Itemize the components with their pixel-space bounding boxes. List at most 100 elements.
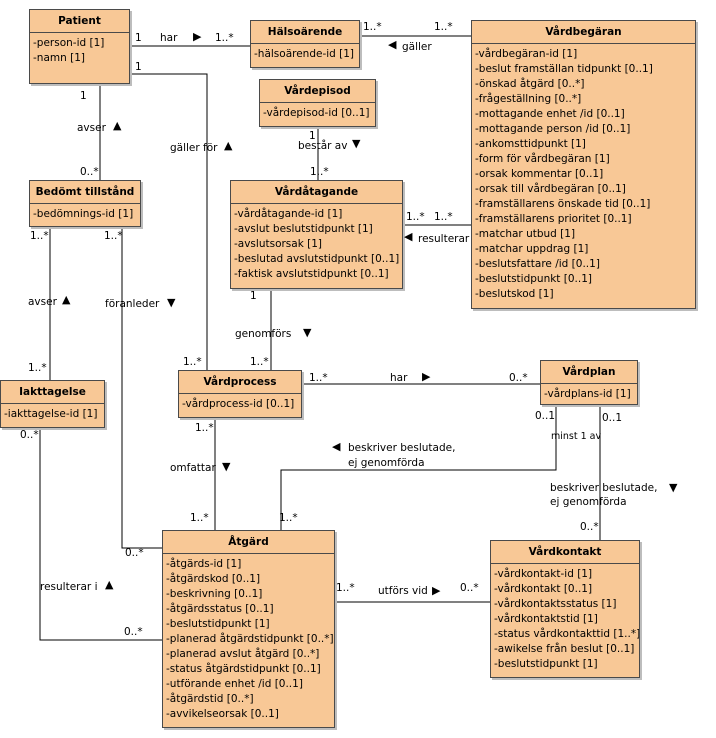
assoc-label-beskriver-2b: ej genomförda (550, 496, 627, 508)
multiplicity: 0..* (460, 582, 479, 594)
attribute: -matchar uppdrag [1] (475, 243, 589, 255)
class-vardplan[interactable]: Vårdplan -vårdplans-id [1] (540, 360, 638, 405)
attribute: -orsak kommentar [0..1] (475, 168, 604, 180)
assoc-iakttagelse-atgard (39, 428, 162, 641)
multiplicity: 1..* (310, 166, 329, 178)
attribute: -avslut beslutstidpunkt [1] (234, 223, 373, 235)
attribute: -bedömnings-id [1] (33, 208, 134, 220)
attribute: -person-id [1] (33, 37, 105, 49)
attribute: -vårdprocess-id [0..1] (182, 398, 295, 410)
multiplicity: 1 (80, 90, 87, 102)
attribute: -utförande enhet /id [0..1] (166, 678, 303, 690)
assoc-label-resulterar: resulterar (418, 233, 470, 245)
class-name: Iakttagelse (1, 381, 104, 404)
attribute: -beskrivning [0..1] (166, 588, 263, 600)
attribute: -vårdkontakt-id [1] (494, 568, 593, 580)
attribute-list: -vårdkontakt-id [1] -vårdkontakt [0..1] … (491, 564, 639, 672)
assoc-label-utfors-vid: utförs vid (378, 585, 428, 597)
attribute: -vårdkontaktsstatus [1] (494, 598, 617, 610)
attribute-list: -vårdbegäran-id [1] -beslut framställan … (472, 44, 695, 302)
assoc-label-minst-1-av: minst 1 av (551, 431, 602, 442)
attribute: -framställarens önskade tid [0..1] (475, 198, 651, 210)
multiplicity: 0..* (509, 372, 528, 384)
class-atgard[interactable]: Åtgärd -åtgärds-id [1] -åtgärdskod [0..1… (162, 530, 335, 728)
class-iakttagelse[interactable]: Iakttagelse -iakttagelse-id [1] (0, 380, 105, 428)
class-vardbegaran[interactable]: Vårdbegäran -vårdbegäran-id [1] -beslut … (471, 20, 696, 309)
multiplicity: 1..* (336, 582, 355, 594)
triangle-up-icon: ▲ (62, 293, 71, 306)
attribute-list: -iakttagelse-id [1] (1, 404, 104, 422)
attribute: -matchar utbud [1] (475, 228, 576, 240)
triangle-left-icon: ◀ (332, 440, 341, 453)
multiplicity: 1..* (434, 21, 453, 33)
class-name: Vårdbegäran (472, 21, 695, 44)
multiplicity: 1..* (104, 230, 123, 242)
assoc-label-genomfors: genomförs (235, 328, 292, 340)
attribute: -beslutsfattare /id [0..1] (475, 258, 600, 270)
multiplicity: 1..* (434, 211, 453, 223)
class-vardprocess[interactable]: Vårdprocess -vårdprocess-id [0..1] (178, 370, 302, 418)
attribute: -iakttagelse-id [1] (4, 408, 98, 420)
attribute: -mottagande enhet /id [0..1] (475, 108, 625, 120)
assoc-label-galler: gäller (402, 41, 432, 53)
attribute: -ankomsttidpunkt [1] (475, 138, 586, 150)
attribute-list: -person-id [1] -namn [1] (30, 33, 129, 66)
class-bedomt-tillstand[interactable]: Bedömt tillstånd -bedömnings-id [1] (29, 180, 141, 227)
attribute: -beslutstidpunkt [1] (494, 658, 598, 670)
attribute: -planerad avslut åtgärd [0..*] (166, 648, 320, 660)
attribute: -beslutskod [1] (475, 288, 554, 300)
triangle-down-icon: ▼ (303, 326, 312, 339)
attribute: -namn [1] (33, 52, 85, 64)
triangle-right-icon: ▶ (432, 584, 441, 597)
triangle-down-icon: ▼ (669, 481, 678, 494)
multiplicity: 1..* (406, 211, 425, 223)
class-name: Vårdåtagande (231, 181, 402, 204)
attribute: -frågeställning [0..*] (475, 93, 582, 105)
class-patient[interactable]: Patient -person-id [1] -namn [1] (29, 9, 130, 84)
attribute: -orsak till vårdbegäran [0..1] (475, 183, 626, 195)
assoc-label-beskriver-1a: beskriver beslutade, (348, 442, 456, 454)
multiplicity: 0..1 (535, 410, 556, 422)
triangle-up-icon: ▲ (113, 119, 122, 132)
multiplicity: 0..* (20, 429, 39, 441)
assoc-label-beskriver-1b: ej genomförda (348, 457, 425, 469)
class-name: Bedömt tillstånd (30, 181, 140, 204)
assoc-patient-vardprocess (130, 73, 208, 370)
multiplicity: 0..* (124, 626, 143, 638)
multiplicity: 1..* (30, 230, 49, 242)
multiplicity: 1 (135, 61, 142, 73)
attribute: -åtgärds-id [1] (166, 558, 242, 570)
attribute: -avvikelseorsak [0..1] (166, 708, 279, 720)
attribute: -awikelse från beslut [0..1] (494, 643, 635, 655)
attribute: -mottagande person /id [0..1] (475, 123, 631, 135)
attribute: -vårdkontaktstid [1] (494, 613, 598, 625)
class-vardepisod[interactable]: Vårdepisod -vårdepisod-id [0..1] (259, 79, 376, 127)
triangle-up-icon: ▲ (105, 578, 114, 591)
assoc-label-galler-for: gäller för (170, 142, 218, 154)
multiplicity: 1..* (309, 372, 328, 384)
class-name: Patient (30, 10, 129, 33)
triangle-down-icon: ▼ (352, 137, 361, 150)
assoc-label-foranleder: föranleder (105, 298, 160, 310)
multiplicity: 1..* (250, 356, 269, 368)
class-halsoarende[interactable]: Hälsoärende -hälsoärende-id [1] (250, 20, 360, 68)
attribute-list: -åtgärds-id [1] -åtgärdskod [0..1] -besk… (163, 554, 334, 722)
attribute: -vårdåtagande-id [1] (234, 208, 343, 220)
multiplicity: 1 (135, 32, 142, 44)
attribute-list: -hälsoärende-id [1] (251, 44, 359, 62)
class-vardatagande[interactable]: Vårdåtagande -vårdåtagande-id [1] -avslu… (230, 180, 403, 289)
attribute: -beslutstidpunkt [1] (166, 618, 270, 630)
multiplicity: 1..* (183, 356, 202, 368)
attribute-list: -vårdplans-id [1] (541, 384, 637, 402)
multiplicity: 1..* (195, 422, 214, 434)
multiplicity: 1 (250, 290, 257, 302)
class-vardkontakt[interactable]: Vårdkontakt -vårdkontakt-id [1] -vårdkon… (490, 540, 640, 678)
assoc-label-avser: avser (77, 122, 106, 134)
assoc-label-avser-2: avser (28, 296, 57, 308)
attribute: -status vårdkontakttid [1..*] (494, 628, 639, 640)
attribute: -hälsoärende-id [1] (254, 48, 355, 60)
assoc-label-bestar-av: består av (298, 140, 348, 152)
triangle-right-icon: ▶ (193, 30, 202, 43)
class-name: Vårdkontakt (491, 541, 639, 564)
multiplicity: 0..* (580, 521, 599, 533)
